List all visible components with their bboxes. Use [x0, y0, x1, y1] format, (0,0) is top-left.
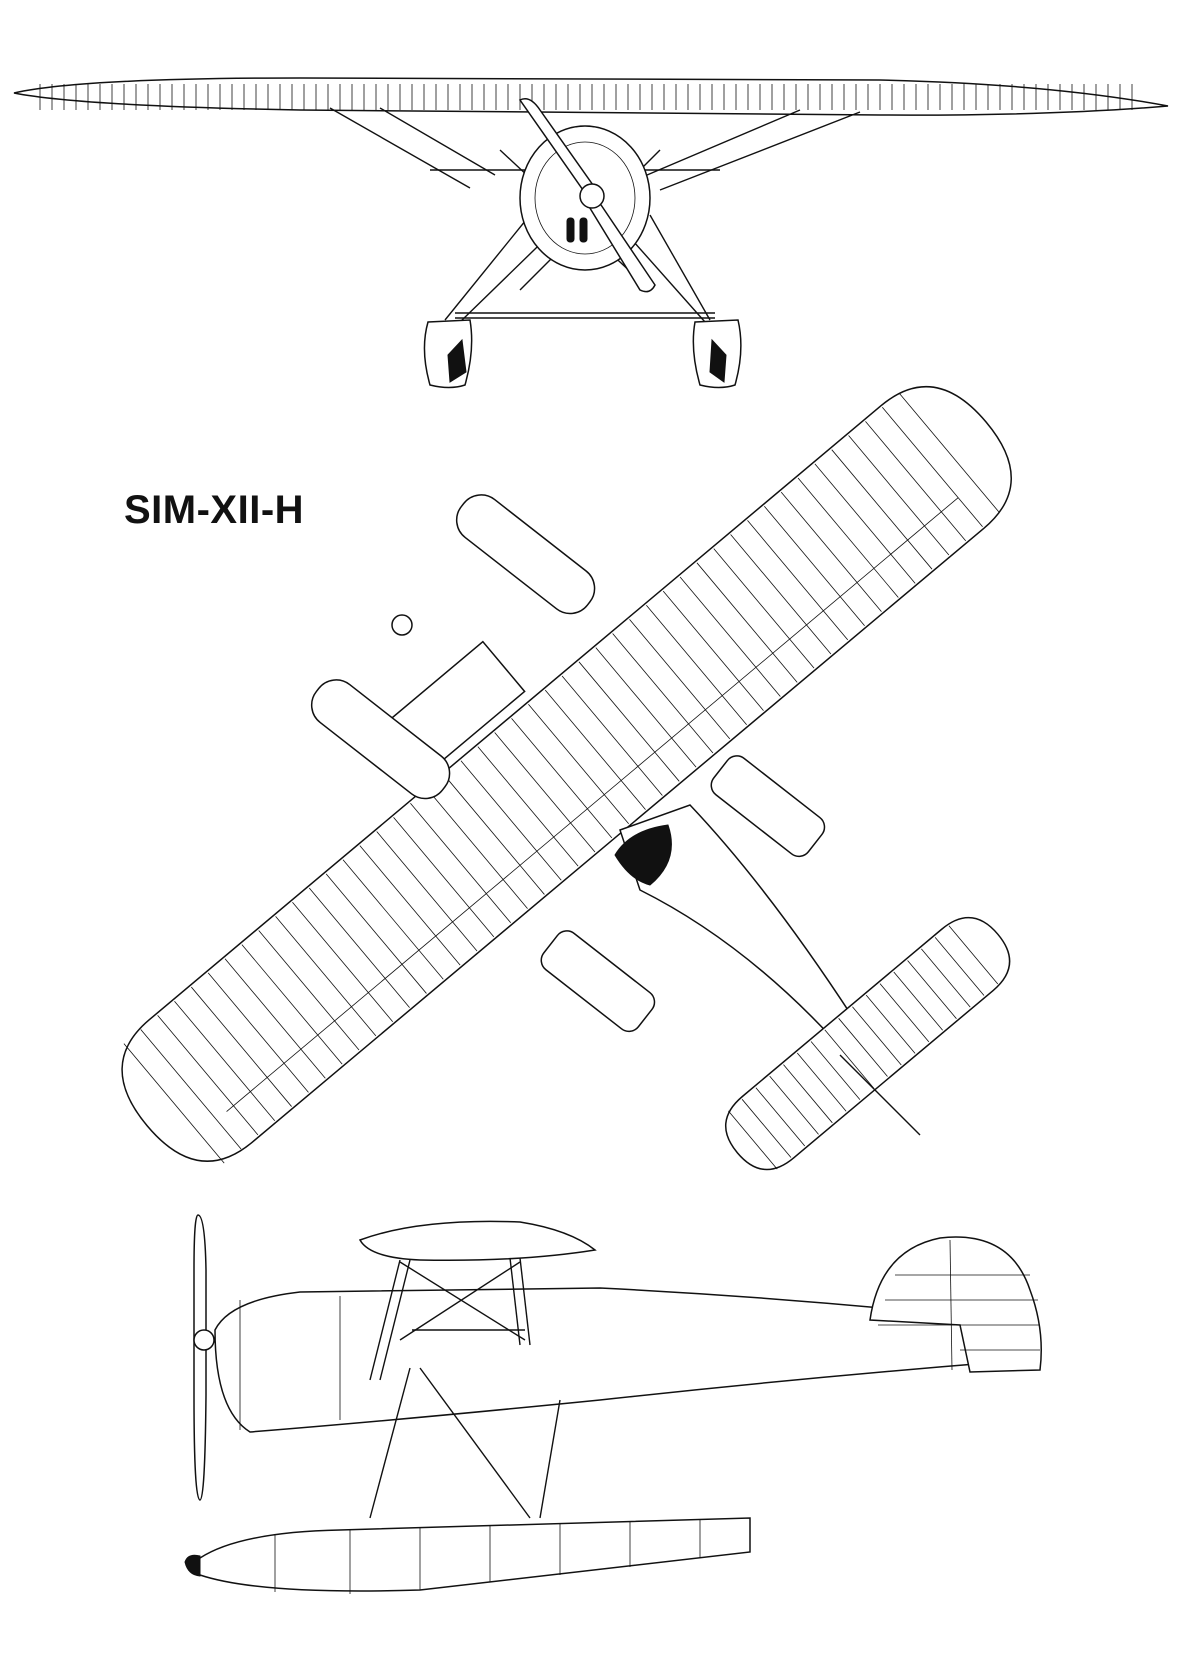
top-view — [96, 361, 1038, 1187]
top-float-left-forward — [303, 671, 459, 807]
top-tailplane — [712, 904, 1024, 1184]
side-propeller-hub — [194, 1330, 214, 1350]
front-wing — [14, 78, 1168, 115]
top-float-right-aft — [706, 751, 829, 861]
top-float-right-forward — [448, 486, 604, 622]
aircraft-designation-title: SIM-XII-H — [124, 488, 305, 532]
side-fin-rudder — [870, 1237, 1041, 1372]
side-propeller — [194, 1215, 206, 1500]
front-propeller-hub — [580, 184, 604, 208]
front-wing-ribs — [40, 84, 1132, 110]
top-wing-ribs — [124, 393, 1000, 1163]
front-float-left — [424, 320, 471, 388]
side-wing — [360, 1221, 595, 1260]
front-exhaust-right — [580, 218, 587, 242]
side-struts — [370, 1258, 560, 1518]
top-cockpit — [615, 825, 671, 885]
top-propeller-spinner — [392, 615, 412, 635]
front-exhaust-left — [567, 218, 574, 242]
front-propeller-blade-upper — [520, 99, 600, 200]
side-fuselage — [215, 1288, 1000, 1432]
front-view — [14, 78, 1168, 388]
side-float — [194, 1518, 750, 1591]
top-rudder-line — [840, 1055, 920, 1135]
top-float-left-aft — [536, 926, 659, 1036]
side-view — [185, 1215, 1041, 1594]
top-tailplane-ribs — [728, 926, 997, 1169]
front-propeller-blade-lower — [585, 196, 655, 292]
top-main-wing — [96, 361, 1038, 1187]
